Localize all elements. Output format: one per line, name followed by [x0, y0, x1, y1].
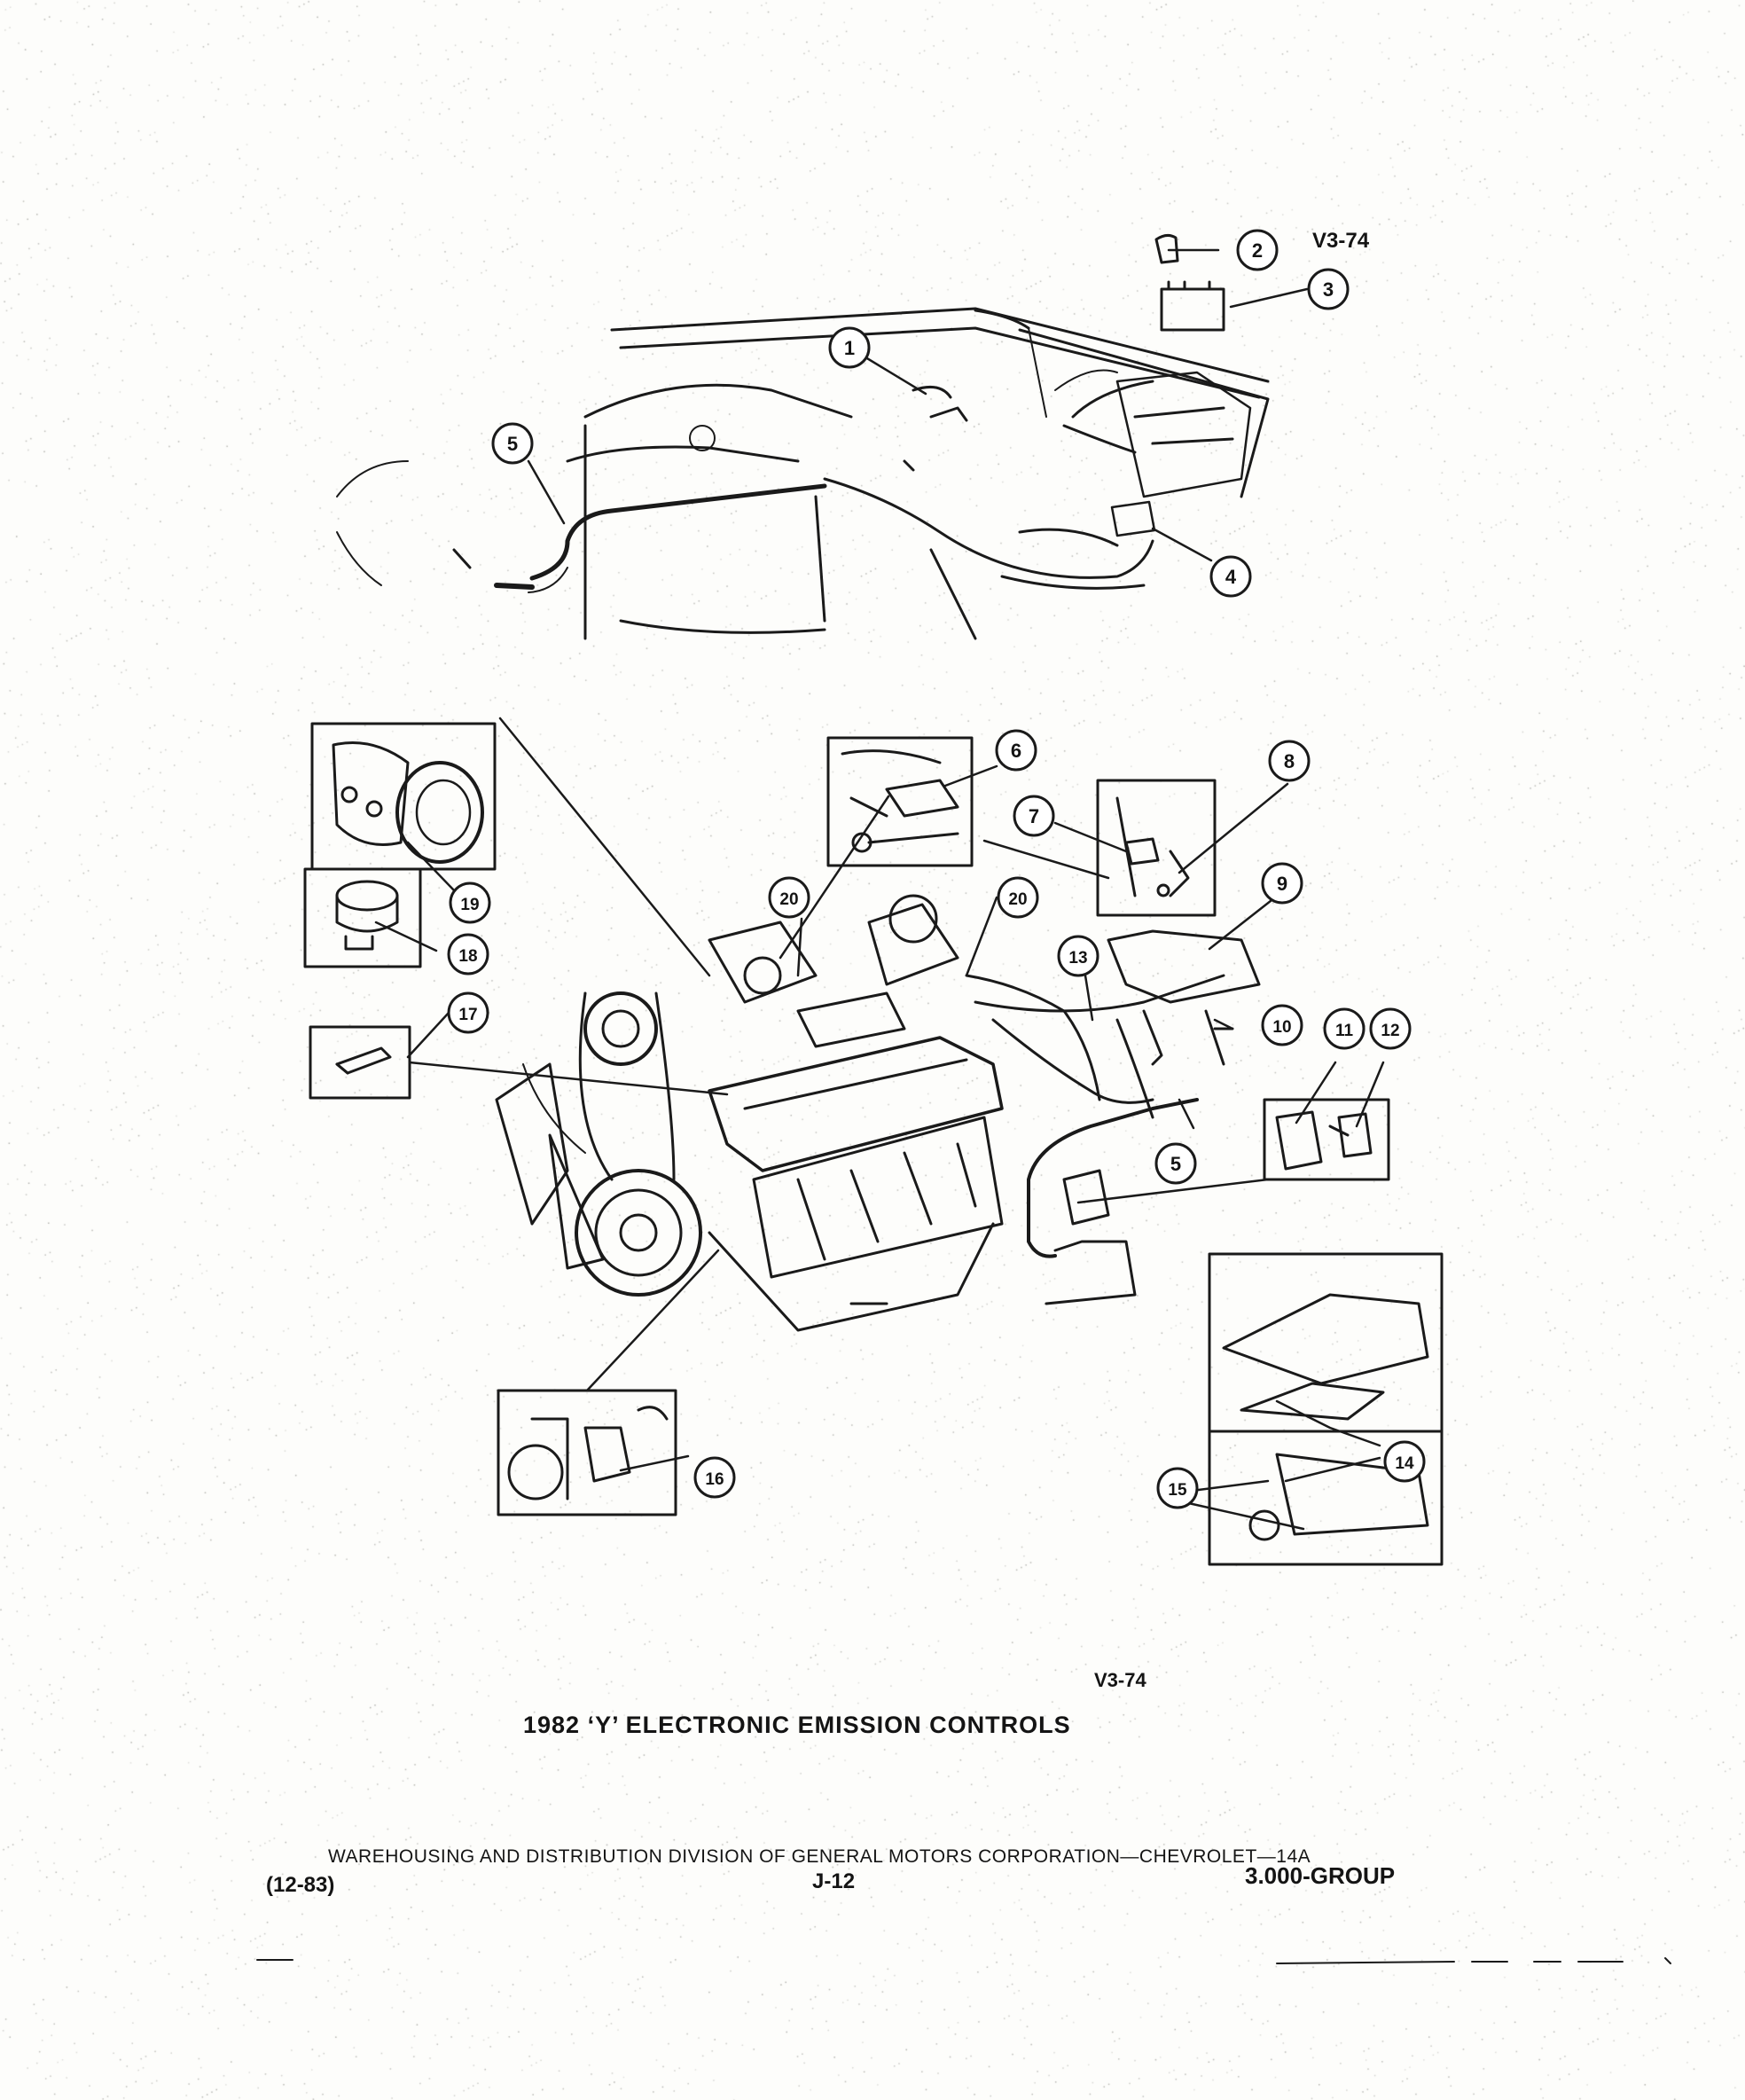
callout-5-circle	[491, 422, 534, 465]
callout-circles	[447, 229, 1426, 1509]
callout-20b: 20	[1008, 890, 1027, 909]
callout-6: 6	[1011, 740, 1021, 762]
callout-9-circle	[1261, 862, 1303, 905]
callout-11: 11	[1335, 1022, 1354, 1040]
callout-19-circle	[449, 882, 491, 924]
callout-17-circle	[447, 991, 489, 1034]
callout-2: 2	[1252, 239, 1263, 262]
callout-20b-circle	[997, 876, 1039, 919]
callout-18: 18	[458, 947, 477, 966]
figure-title: 1982 ‘Y’ ELECTRONIC EMISSION CONTROLS	[523, 1712, 1071, 1738]
figure-code-top: V3-74	[1312, 229, 1370, 253]
callout-13: 13	[1068, 949, 1087, 968]
callout-8: 8	[1284, 750, 1295, 772]
inset-6	[826, 736, 974, 867]
callout-20: 20	[779, 890, 798, 909]
callout-5b: 5	[1170, 1153, 1181, 1175]
leader-lines	[374, 248, 1385, 1531]
footer-group: 3.000-GROUP	[1245, 1862, 1396, 1889]
inset-16-knock-sensor	[497, 1389, 677, 1516]
callout-1: 1	[844, 337, 855, 359]
callout-19: 19	[460, 896, 479, 914]
inset-17-sensor	[309, 1025, 411, 1100]
callout-14: 14	[1395, 1454, 1414, 1473]
footer-page: J-12	[812, 1869, 856, 1893]
callout-4-circle	[1209, 555, 1252, 598]
callout-20-circle	[768, 876, 810, 919]
footer-date: (12-83)	[266, 1873, 335, 1897]
callout-1-circle	[828, 326, 871, 369]
callout-17: 17	[458, 1006, 477, 1024]
callout-7: 7	[1029, 805, 1039, 827]
inset-11-12	[1263, 1098, 1390, 1181]
inset-14-15-converter	[1208, 1252, 1444, 1566]
inset-18-valve	[303, 867, 422, 968]
callout-7-circle	[1013, 795, 1055, 837]
callout-15-circle	[1156, 1467, 1199, 1509]
callout-6-circle	[995, 729, 1037, 772]
callout-14-circle	[1383, 1440, 1426, 1483]
callout-10: 10	[1272, 1018, 1291, 1037]
underhood-view	[336, 233, 1270, 640]
callout-12-circle	[1369, 1007, 1412, 1050]
inset-7-8	[1096, 779, 1217, 917]
engine-illustration	[495, 894, 1261, 1332]
callout-numbers: 1 2 3 4 5 5 6 7 8 9 10 11 12 13 14 15 16…	[458, 239, 1414, 1500]
callout-16-circle	[693, 1456, 736, 1499]
callout-11-circle	[1323, 1007, 1365, 1050]
callout-9: 9	[1277, 873, 1287, 895]
callout-18-circle	[447, 933, 489, 976]
callout-4: 4	[1225, 566, 1237, 588]
callout-10-circle	[1261, 1004, 1303, 1046]
scan-marks	[256, 1957, 1671, 1964]
callout-3: 3	[1323, 278, 1334, 301]
callout-13-circle	[1057, 935, 1099, 977]
callout-16: 16	[705, 1470, 724, 1489]
callout-5b-circle	[1154, 1142, 1197, 1185]
callout-3-circle	[1307, 268, 1350, 310]
callout-5: 5	[507, 433, 518, 455]
footer-division: WAREHOUSING AND DISTRIBUTION DIVISION OF…	[328, 1846, 1311, 1867]
callout-12: 12	[1381, 1022, 1399, 1040]
callout-8-circle	[1268, 740, 1311, 782]
figure-code-bottom: V3-74	[1094, 1669, 1146, 1691]
callout-2-circle	[1236, 229, 1279, 271]
callout-15: 15	[1168, 1481, 1187, 1500]
inset-19-air-pump	[310, 722, 497, 871]
